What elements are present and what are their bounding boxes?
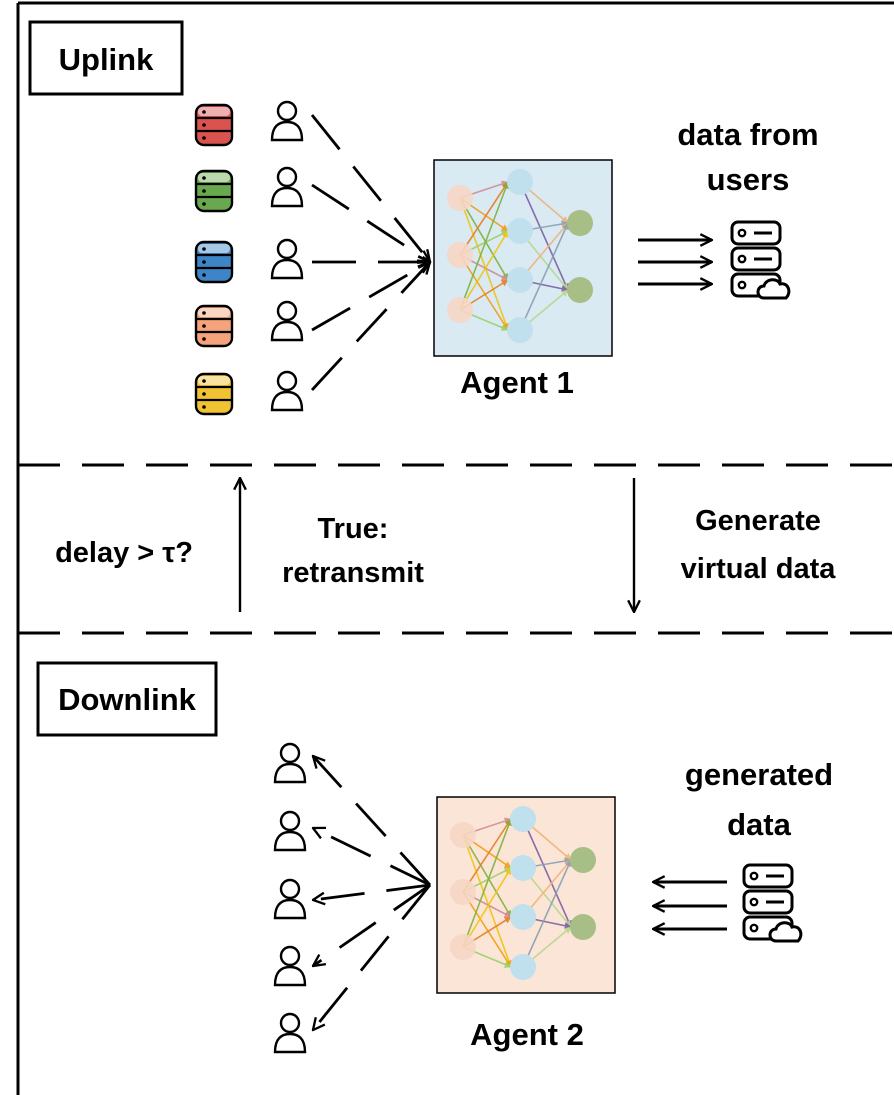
user-icon — [270, 370, 304, 412]
database-icon — [194, 240, 234, 284]
cloud-server-icon — [742, 863, 803, 943]
database-icon — [194, 372, 234, 416]
downlink-section: Downlink Agent 2 generated data — [36, 661, 833, 1054]
downlink-server-caption-line2: data — [727, 807, 792, 842]
uplink-server-arrows — [638, 240, 712, 284]
uplink-server-caption-line1: data from — [677, 117, 818, 152]
user-icon — [273, 810, 307, 852]
uplink-users — [270, 100, 304, 412]
uplink-server-caption-line2: users — [707, 162, 790, 197]
agent-1-network — [433, 159, 613, 357]
uplink-title: Uplink — [59, 42, 154, 77]
generate-label-line2: virtual data — [681, 553, 837, 585]
user-icon — [273, 878, 307, 920]
downlink-users — [273, 742, 307, 1054]
downlink-title-box — [36, 661, 218, 737]
database-icon — [194, 304, 234, 348]
uplink-section: Uplink Agent 1 data from users — [28, 20, 819, 416]
agent-2-label: Agent 2 — [470, 1017, 584, 1052]
user-icon — [270, 166, 304, 208]
outer-border — [16, 1, 894, 1095]
cloud-server-icon — [730, 220, 791, 300]
uplink-title-box — [28, 20, 184, 96]
database-icon — [194, 169, 234, 213]
database-icons — [194, 103, 234, 416]
user-icon — [270, 100, 304, 142]
user-icon — [273, 1012, 307, 1054]
delay-condition: delay > τ? — [55, 537, 193, 569]
downlink-dashed-arrows — [313, 756, 432, 1030]
user-icon — [270, 300, 304, 342]
downlink-server-arrows — [653, 882, 727, 929]
retransmit-label-line2: retransmit — [282, 557, 424, 589]
user-icon — [273, 742, 307, 784]
user-icon — [273, 945, 307, 987]
user-icon — [270, 238, 304, 280]
decision-section: delay > τ? True: retransmit Generate vir… — [55, 478, 836, 612]
uplink-dashed-arrows — [310, 114, 430, 391]
agent-1-label: Agent 1 — [460, 365, 574, 400]
agent-2-network — [436, 796, 616, 994]
generate-label-line1: Generate — [695, 505, 821, 537]
retransmit-label-line1: True: — [318, 513, 389, 545]
downlink-server-caption-line1: generated — [685, 757, 833, 792]
database-icon — [194, 103, 234, 147]
downlink-title: Downlink — [58, 682, 197, 717]
